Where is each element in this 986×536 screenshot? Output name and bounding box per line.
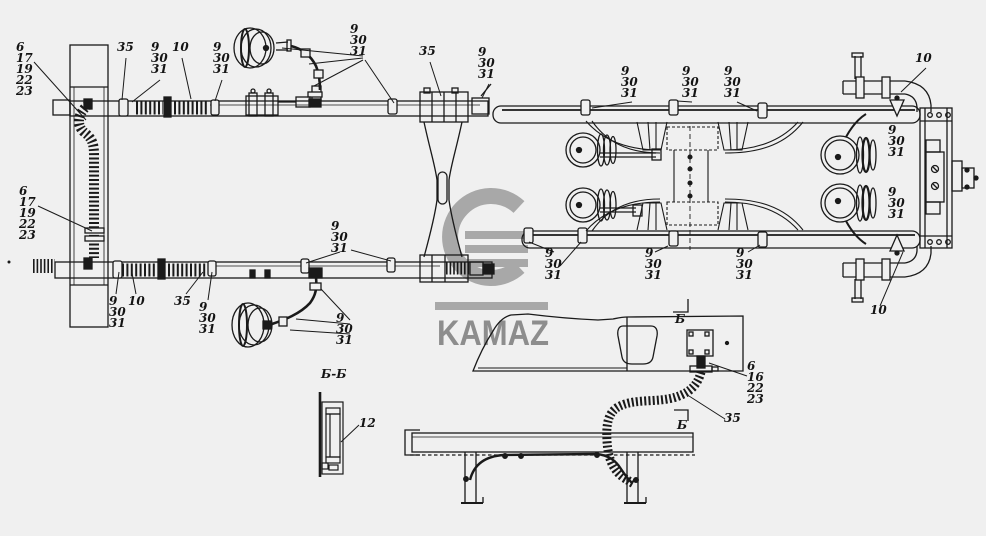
section-b-b-view [318, 392, 344, 477]
top-left-rail [52, 96, 489, 118]
rear-bottom-rail [521, 227, 921, 249]
crossmember-coil-hose [602, 370, 706, 489]
center-cross-member [419, 87, 495, 283]
rear-cross-member [919, 107, 979, 249]
kamaz-watermark-text: KAMAZ [437, 314, 549, 353]
rear-brake-chambers-inner [565, 132, 662, 223]
frame-rail-side-view [472, 313, 744, 373]
front-top-hose [290, 44, 324, 108]
front-bumper [69, 44, 109, 328]
front-brake-chamber-top [233, 27, 292, 69]
front-bottom-hose [271, 267, 323, 327]
side-view-assembly [404, 299, 744, 504]
rear-brake-chambers-outer [820, 113, 877, 245]
chassis-plan-view [7, 27, 979, 348]
kamaz-watermark: KAMAZ [435, 188, 549, 353]
rear-top-rail [492, 99, 921, 124]
front-coil-hose [74, 101, 105, 270]
front-valve-assembly [245, 88, 296, 117]
bottom-left-rail [33, 257, 493, 280]
rear-suspension [585, 120, 804, 250]
leader-lines [33, 47, 927, 443]
rear-elbow-hose-lower [842, 233, 932, 303]
section-cut-marks [673, 299, 689, 421]
front-brake-chamber-bottom [231, 302, 273, 348]
cross-member-bottom-view [404, 429, 695, 504]
rear-elbow-hose-upper [842, 52, 932, 118]
